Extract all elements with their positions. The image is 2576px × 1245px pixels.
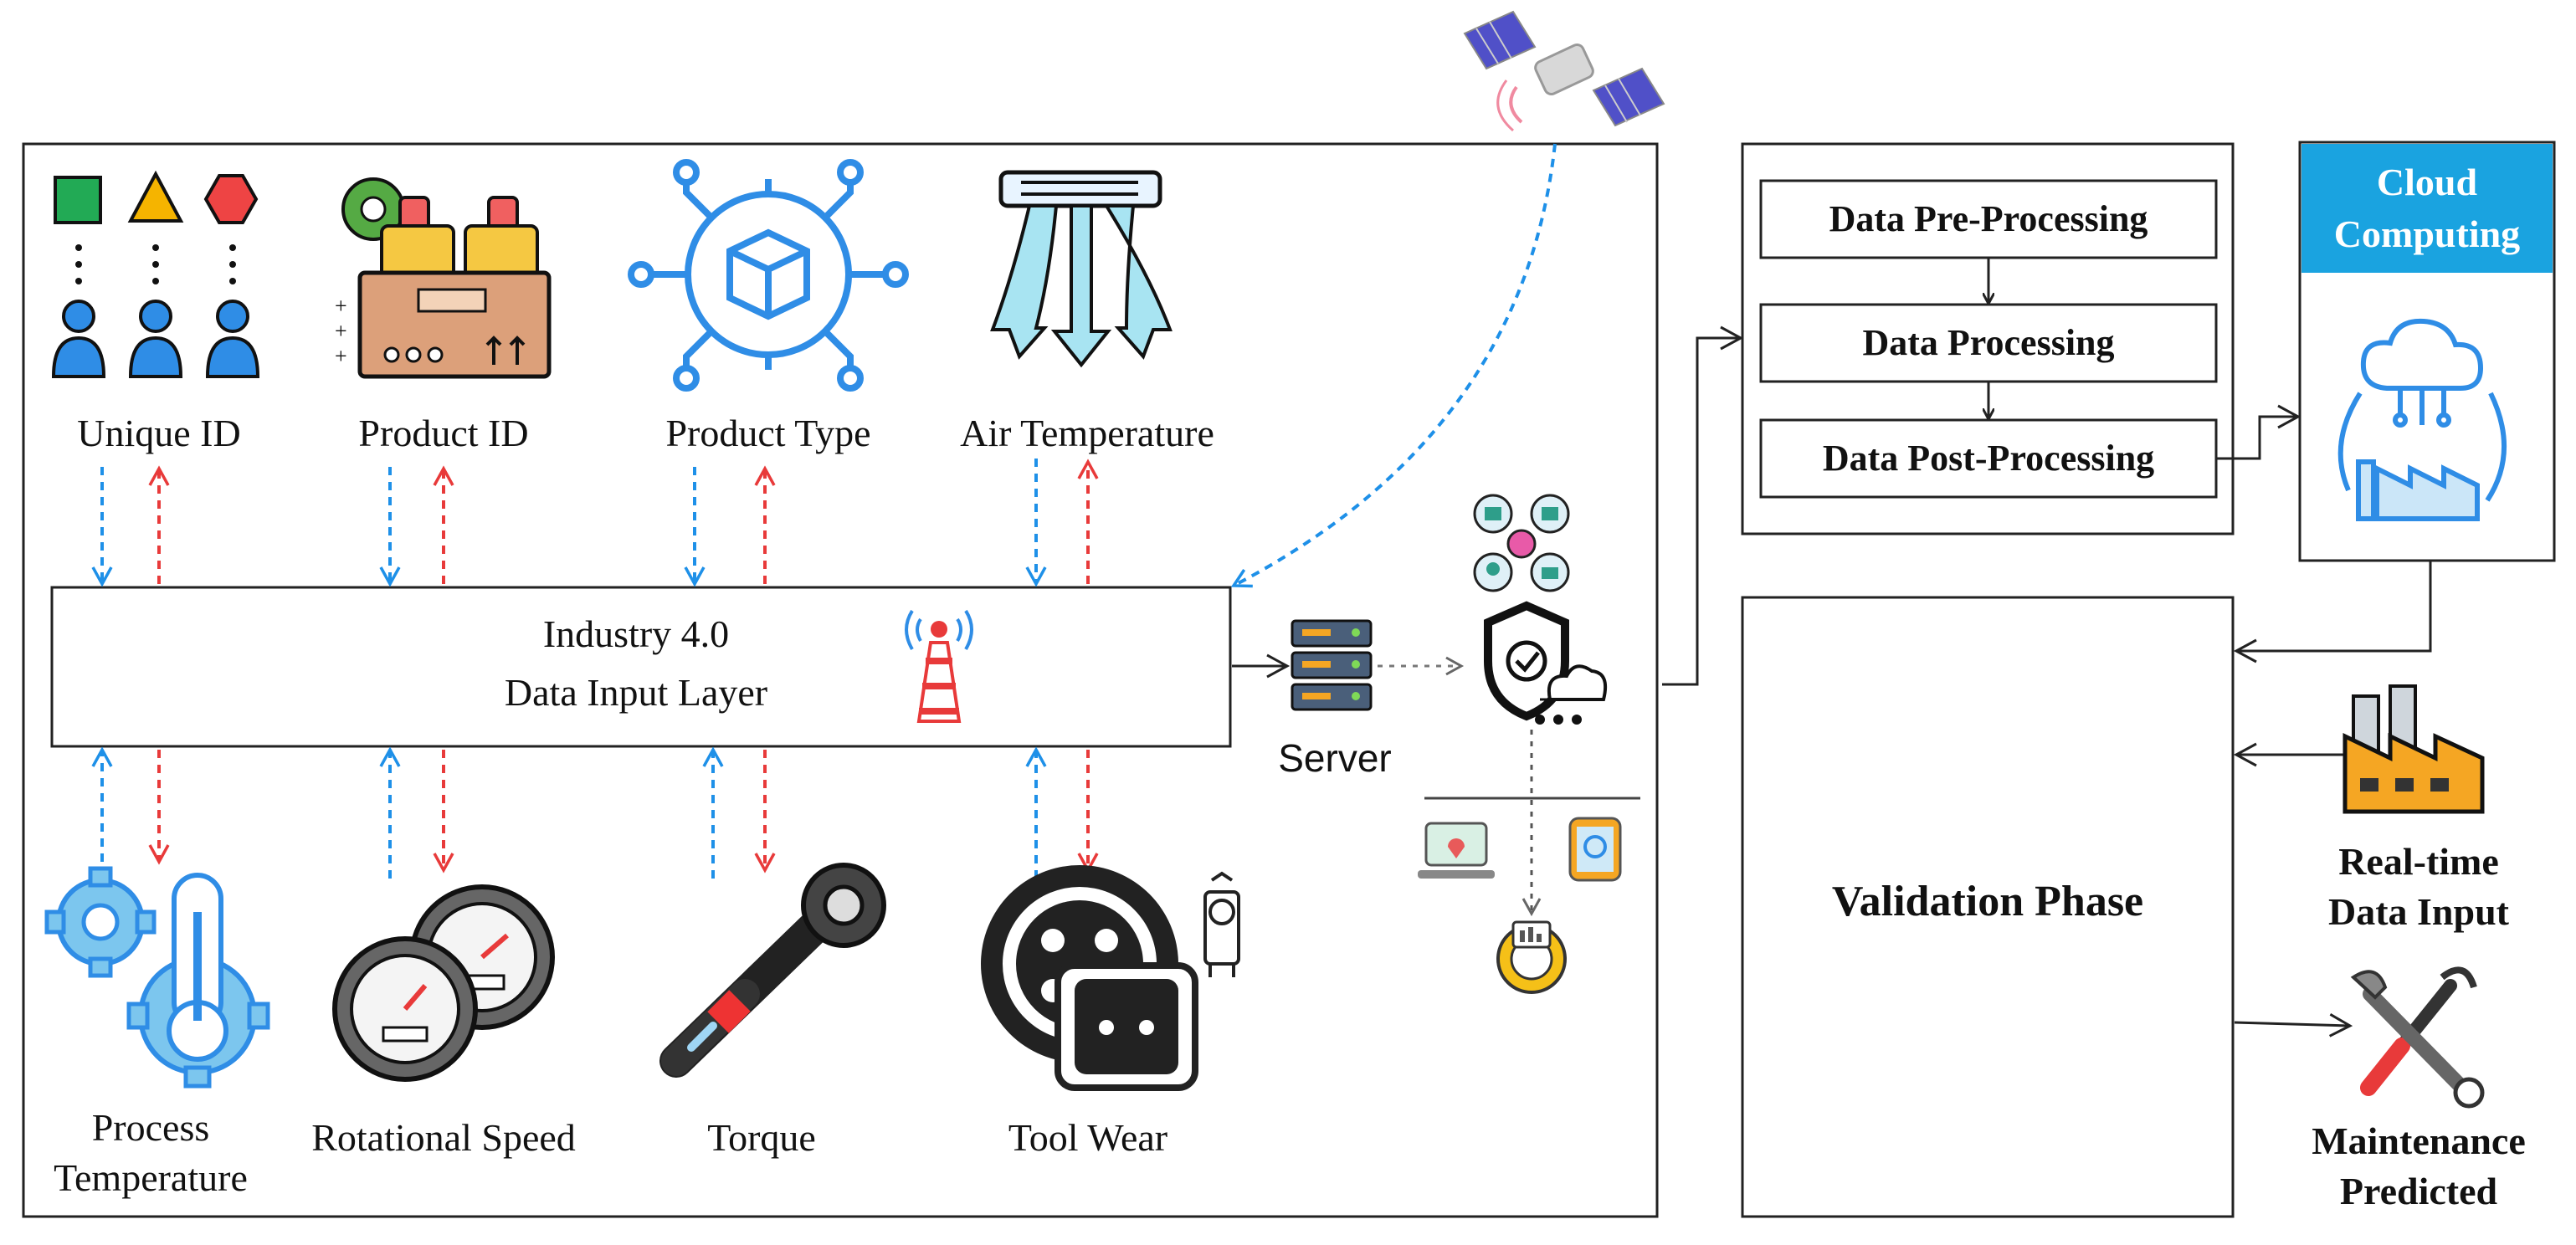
process-temperature-icon <box>44 866 270 1089</box>
tools-icon <box>2350 966 2485 1109</box>
label-computing: Computing <box>2333 213 2521 255</box>
label-tool-wear: Tool Wear <box>1008 1116 1168 1159</box>
label-torque: Torque <box>707 1116 816 1159</box>
users-shapes-icon <box>51 170 260 378</box>
label-server: Server <box>1278 736 1392 780</box>
factory-icon <box>2343 684 2485 814</box>
svg-text:+: + <box>335 319 347 343</box>
settings-gear-icon <box>1496 920 1567 994</box>
devices-icon <box>1418 817 1622 882</box>
cloud-factory-icon <box>2337 318 2507 521</box>
label-process: Process <box>91 1106 210 1149</box>
label-maintenance: Maintenance <box>2312 1119 2526 1162</box>
satellite-icon <box>1463 10 1665 132</box>
label-air-temperature: Air Temperature <box>960 412 1214 454</box>
label-product-id: Product ID <box>358 412 529 454</box>
satellite-link-arrow <box>1230 143 1557 588</box>
security-shield-icon <box>1424 494 1640 917</box>
label-data-input: Data Input <box>2327 890 2509 933</box>
label-data-pre-processing: Data Pre-Processing <box>1829 198 2148 239</box>
antenna-tower-icon <box>905 609 973 723</box>
label-industry-40: Industry 4.0 <box>542 612 730 655</box>
label-predicted: Predicted <box>2339 1170 2498 1212</box>
label-unique-id: Unique ID <box>77 412 241 454</box>
torque-wrench-icon <box>659 863 886 1078</box>
shield-to-processing-arrow <box>1662 325 1744 686</box>
label-cloud: Cloud <box>2376 161 2478 203</box>
bottom-row-arrows <box>91 746 1099 879</box>
label-data-post-processing: Data Post-Processing <box>1822 438 2155 479</box>
air-temperature-icon <box>990 170 1173 368</box>
rotational-speed-gauge-icon <box>332 884 555 1082</box>
svg-text:+: + <box>335 344 347 368</box>
validation-frame <box>1741 596 2235 1218</box>
input-layer-box <box>50 586 1232 748</box>
label-data-input-layer: Data Input Layer <box>504 671 768 714</box>
label-validation-phase: Validation Phase <box>1831 878 2144 925</box>
post-processing-box <box>1759 418 2218 499</box>
tool-wear-icon <box>981 865 1240 1091</box>
label-data-processing: Data Processing <box>1862 322 2115 363</box>
label-temperature: Temperature <box>54 1156 248 1199</box>
post-to-cloud-arrow <box>2216 404 2301 460</box>
label-product-type: Product Type <box>665 412 871 454</box>
validation-to-maintenance-arrow <box>2234 1013 2353 1038</box>
cloud-header <box>2301 144 2553 273</box>
product-type-network-icon <box>628 159 909 392</box>
top-row-arrows <box>91 459 1099 587</box>
server-icon <box>1291 619 1373 711</box>
svg-text:+: + <box>335 294 347 318</box>
label-rotational-speed: Rotational Speed <box>311 1116 576 1159</box>
product-box-icon: +++ <box>335 177 552 379</box>
cloud-to-validation-arrow <box>2233 561 2432 663</box>
main-frame <box>22 142 1659 1218</box>
label-real-time: Real-time <box>2338 840 2499 883</box>
processing-box <box>1759 303 2218 383</box>
